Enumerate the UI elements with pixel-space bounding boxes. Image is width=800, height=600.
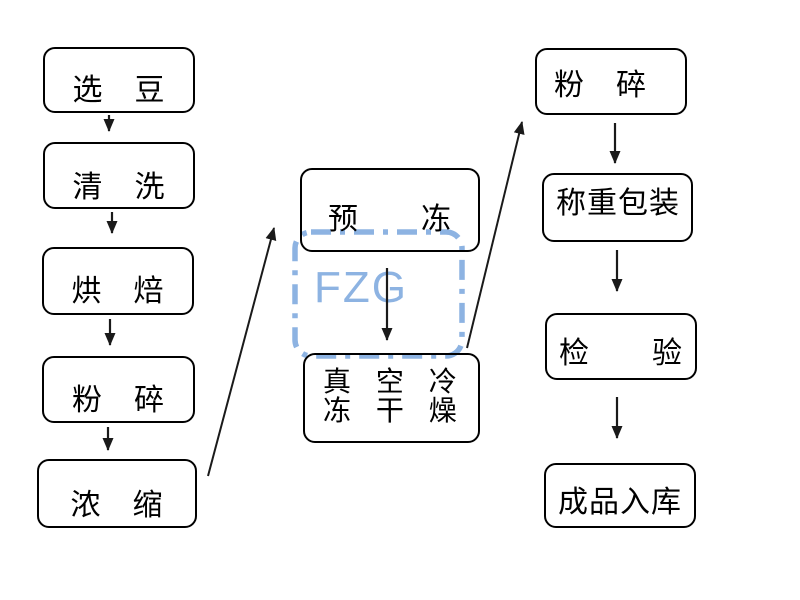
flow-box-label: 选 豆 xyxy=(72,73,166,108)
flow-box-weighing-packing: 称重包装 xyxy=(542,173,693,242)
flow-box-inspection: 检 验 xyxy=(545,313,697,380)
flow-box-label: 成品入库 xyxy=(558,484,682,520)
flow-box-label: 真 空 冷 冻 干 燥 xyxy=(323,365,465,427)
flow-box-label: 检 验 xyxy=(559,335,683,371)
flow-box-label: 粉 碎 xyxy=(72,382,165,418)
flow-box-label: 浓 缩 xyxy=(70,487,164,523)
flow-box-label: 预 冻 xyxy=(328,202,452,237)
flow-box-concentrating: 浓 缩 xyxy=(37,459,197,528)
flow-box-finished-storage: 成品入库 xyxy=(544,463,696,528)
flow-box-crushing: 粉 碎 xyxy=(42,356,195,423)
flow-box-label: 清 洗 xyxy=(72,169,166,205)
flow-box-pre-freezing: 预 冻 xyxy=(300,168,480,252)
flow-box-vacuum-freeze-drying: 真 空 冷 冻 干 燥 xyxy=(303,353,480,443)
flow-box-select-beans: 选 豆 xyxy=(43,47,195,113)
flow-box-label: 称重包装 xyxy=(556,185,680,221)
arrow-concentrate-to-prefreeze xyxy=(207,227,277,477)
fzg-label: FZG xyxy=(314,263,408,312)
flow-box-crushing-2: 粉 碎 xyxy=(535,48,687,115)
flow-box-baking: 烘 焙 xyxy=(42,247,194,315)
flow-box-label: 烘 焙 xyxy=(71,274,165,309)
flow-box-washing: 清 洗 xyxy=(43,142,195,209)
flow-box-label: 粉 碎 xyxy=(554,68,647,103)
